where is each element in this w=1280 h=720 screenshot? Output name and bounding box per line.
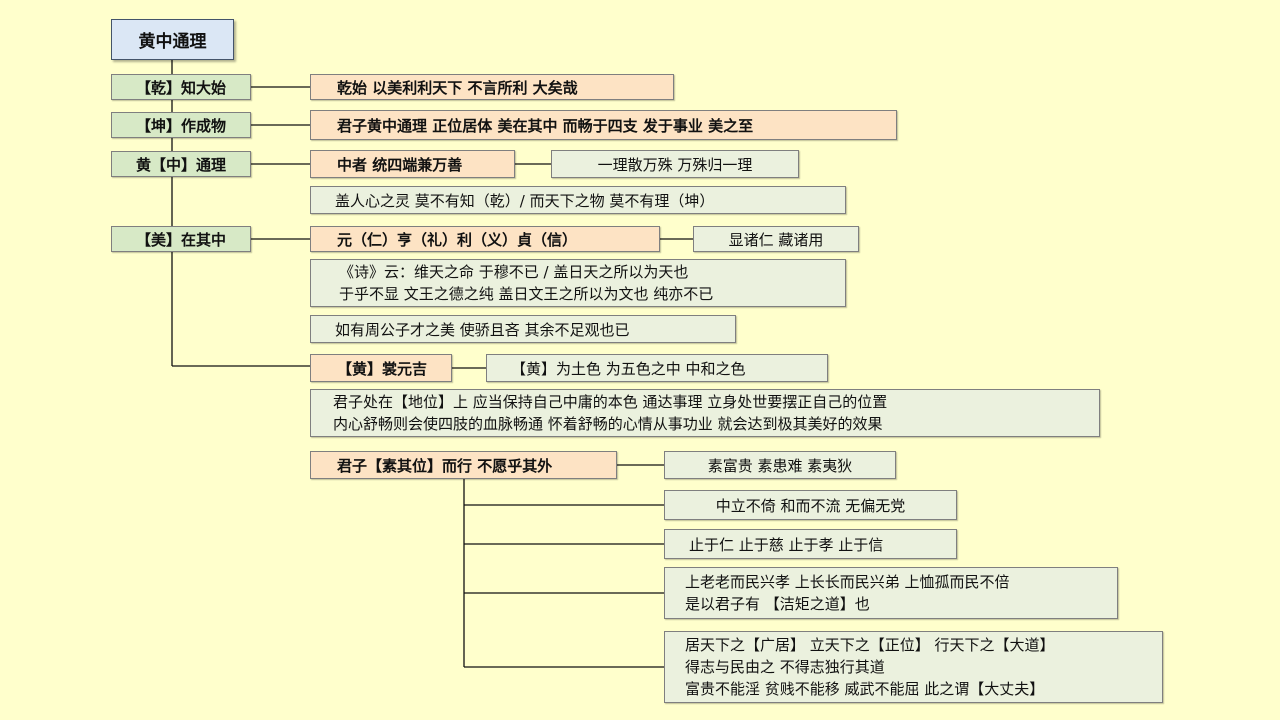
note-su-5: 居天下之【广居】 立天下之【正位】 行天下之【大道】 得志与民由之 不得志独行其… xyxy=(664,631,1163,703)
note-su-5-line: 富贵不能淫 贫贱不能移 威武不能屈 此之谓【大丈夫】 xyxy=(685,680,1045,698)
note-junzi: 君子处在【地位】上 应当保持自己中庸的本色 通达事理 立身处世要摆正自己的位置 … xyxy=(310,389,1100,437)
box-kun: 君子黄中通理 正位居体 美在其中 而畅于四支 发于事业 美之至 xyxy=(310,110,897,140)
note-yuan: 显诸仁 藏诸用 xyxy=(693,226,859,252)
note-su-4-line: 上老老而民兴孝 上长长而民兴弟 上恤孤而民不倍 xyxy=(685,573,1010,591)
note-zhong: 一理散万殊 万殊归一理 xyxy=(551,150,799,178)
node-qian: 【乾】知大始 xyxy=(111,74,251,100)
note-su-4: 上老老而民兴孝 上长长而民兴弟 上恤孤而民不倍 是以君子有 【洁矩之道】也 xyxy=(664,567,1118,619)
node-kun: 【坤】作成物 xyxy=(111,112,251,138)
note-huang: 【黄】为土色 为五色之中 中和之色 xyxy=(486,354,828,382)
note-shi-line: 《诗》云：维天之命 于穆不已 / 盖日天之所以为天也 xyxy=(339,263,689,281)
box-yuan: 元（仁）亨（礼）利（义）貞（信） xyxy=(310,226,660,252)
box-su: 君子【素其位】而行 不愿乎其外 xyxy=(310,451,617,479)
node-zhong: 黄【中】通理 xyxy=(111,151,251,177)
note-junzi-line: 内心舒畅则会使四肢的血脉畅通 怀着舒畅的心情从事功业 就会达到极其美好的效果 xyxy=(333,415,883,433)
note-su-1: 素富贵 素患难 素夷狄 xyxy=(664,451,896,479)
note-junzi-line: 君子处在【地位】上 应当保持自己中庸的本色 通达事理 立身处世要摆正自己的位置 xyxy=(333,393,888,411)
note-su-4-line: 是以君子有 【洁矩之道】也 xyxy=(685,595,870,613)
node-mei: 【美】在其中 xyxy=(111,226,251,252)
note-shi: 《诗》云：维天之命 于穆不已 / 盖日天之所以为天也 于乎不显 文王之德之纯 盖… xyxy=(310,259,846,307)
note-shi-line: 于乎不显 文王之德之纯 盖日文王之所以为文也 纯亦不已 xyxy=(339,285,714,303)
box-zhong: 中者 统四端兼万善 xyxy=(310,150,515,178)
box-qian: 乾始 以美利利天下 不言所利 大矣哉 xyxy=(310,74,674,100)
note-su-5-line: 得志与民由之 不得志独行其道 xyxy=(685,658,885,676)
note-ru: 如有周公子才之美 使骄且吝 其余不足观也已 xyxy=(310,315,736,343)
root-node: 黄中通理 xyxy=(111,19,234,60)
box-huang: 【黄】裳元吉 xyxy=(310,354,452,382)
note-su-5-line: 居天下之【广居】 立天下之【正位】 行天下之【大道】 xyxy=(685,636,1055,654)
note-gai: 盖人心之灵 莫不有知（乾）/ 而天下之物 莫不有理（坤） xyxy=(310,186,846,214)
note-su-2: 中立不倚 和而不流 无偏无党 xyxy=(664,490,957,520)
note-su-3: 止于仁 止于慈 止于孝 止于信 xyxy=(664,529,957,559)
